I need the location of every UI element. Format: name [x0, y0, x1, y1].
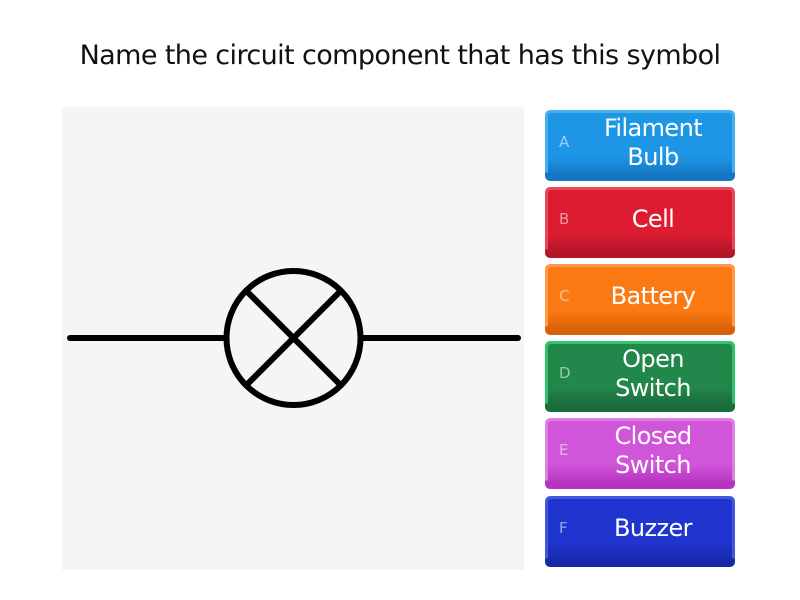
- answer-face: [548, 267, 732, 329]
- answer-face: [548, 344, 732, 406]
- circuit-symbol-image: [62, 107, 524, 570]
- answer-label-wrap: Closed Switch: [575, 418, 731, 483]
- answer-letter: A: [559, 133, 570, 151]
- answer-label-wrap: Buzzer: [575, 496, 731, 561]
- answer-letter: E: [559, 441, 569, 459]
- answer-face: [548, 421, 732, 483]
- answer-option-a[interactable]: A Filament Bulb: [545, 110, 735, 181]
- answer-option-b[interactable]: B Cell: [545, 187, 735, 258]
- answer-label-wrap: Battery: [575, 264, 731, 329]
- answer-label: Cell: [631, 205, 675, 233]
- answer-option-f[interactable]: F Buzzer: [545, 496, 735, 567]
- answer-letter: C: [559, 287, 570, 305]
- answer-letter: D: [559, 364, 571, 382]
- lamp-cross-line-2: [243, 288, 344, 388]
- answer-face: [548, 190, 732, 252]
- answer-face: [548, 113, 732, 175]
- lamp-circle: [223, 268, 364, 408]
- answer-letter: F: [559, 519, 568, 537]
- answer-letter: B: [559, 210, 570, 228]
- answer-option-e[interactable]: E Closed Switch: [545, 418, 735, 489]
- answer-label: Open Switch: [615, 344, 691, 402]
- answer-option-d[interactable]: D Open Switch: [545, 341, 735, 412]
- answer-label-wrap: Open Switch: [575, 341, 731, 406]
- answer-label: Buzzer: [614, 514, 693, 542]
- answer-label: Battery: [610, 282, 696, 310]
- answer-label-wrap: Cell: [575, 187, 731, 252]
- question-title: Name the circuit component that has this…: [79, 40, 721, 71]
- answer-label: Filament Bulb: [603, 113, 703, 171]
- answer-option-c[interactable]: C Battery: [545, 264, 735, 335]
- answer-label: Closed Switch: [614, 421, 692, 479]
- answer-label-wrap: Filament Bulb: [575, 110, 731, 175]
- answer-face: [548, 499, 732, 561]
- filament-lamp-symbol-icon: [67, 268, 521, 408]
